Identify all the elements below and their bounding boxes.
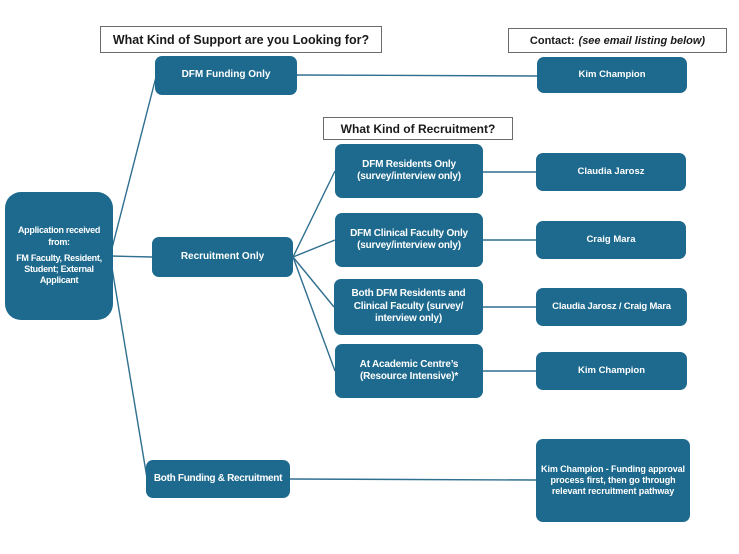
node-application-line2: FM Faculty, Resident, Student; External … bbox=[16, 252, 102, 286]
question-support-header: What Kind of Support are you Looking for… bbox=[100, 26, 382, 53]
node-application-line1: Application received from: bbox=[17, 225, 101, 247]
connector-recruitment-clinical bbox=[292, 239, 336, 258]
node-recruitment-only: Recruitment Only bbox=[152, 237, 293, 277]
connector-root-recruitment bbox=[109, 255, 153, 258]
connector-recruitment-residents bbox=[292, 170, 336, 258]
connector-recruitment-bothdfm bbox=[292, 256, 335, 308]
contact-claudia-jarosz: Claudia Jarosz bbox=[536, 153, 686, 191]
contact-header-label: Contact: bbox=[529, 34, 575, 47]
contact-kim-champion-funding-approval: Kim Champion - Funding approval process … bbox=[536, 439, 690, 522]
contact-claudia-jarosz-craig-mara: Claudia Jarosz / Craig Mara bbox=[536, 288, 687, 326]
node-both-dfm-residents-and-clinical: Both DFM Residents and Clinical Faculty … bbox=[334, 279, 483, 335]
connector-bothfunding-kim bbox=[289, 478, 537, 481]
contact-kim-champion-academic: Kim Champion bbox=[536, 352, 687, 390]
node-dfm-funding-only: DFM Funding Only bbox=[155, 56, 297, 95]
contact-header: Contact: (see email listing below) bbox=[508, 28, 727, 53]
contact-kim-champion-funding: Kim Champion bbox=[537, 57, 687, 93]
connector-recruitment-academic bbox=[292, 256, 336, 372]
node-at-academic-centres: At Academic Centre’s (Resource Intensive… bbox=[335, 344, 483, 398]
node-both-funding-and-recruitment: Both Funding & Recruitment bbox=[146, 460, 290, 498]
question-recruitment-label: What Kind of Recruitment? bbox=[340, 121, 496, 136]
contact-header-note: (see email listing below) bbox=[578, 34, 706, 47]
question-support-label: What Kind of Support are you Looking for… bbox=[112, 32, 370, 47]
question-recruitment-header: What Kind of Recruitment? bbox=[323, 117, 513, 140]
contact-craig-mara: Craig Mara bbox=[536, 221, 686, 259]
node-dfm-residents-only: DFM Residents Only (survey/interview onl… bbox=[335, 144, 483, 198]
node-dfm-clinical-faculty-only: DFM Clinical Faculty Only (survey/interv… bbox=[335, 213, 483, 267]
node-application-received: Application received from: FM Faculty, R… bbox=[5, 192, 113, 320]
connector-root-bothfunding bbox=[109, 255, 148, 479]
connector-funding-kim bbox=[296, 74, 538, 77]
connector-root-funding bbox=[109, 76, 157, 257]
